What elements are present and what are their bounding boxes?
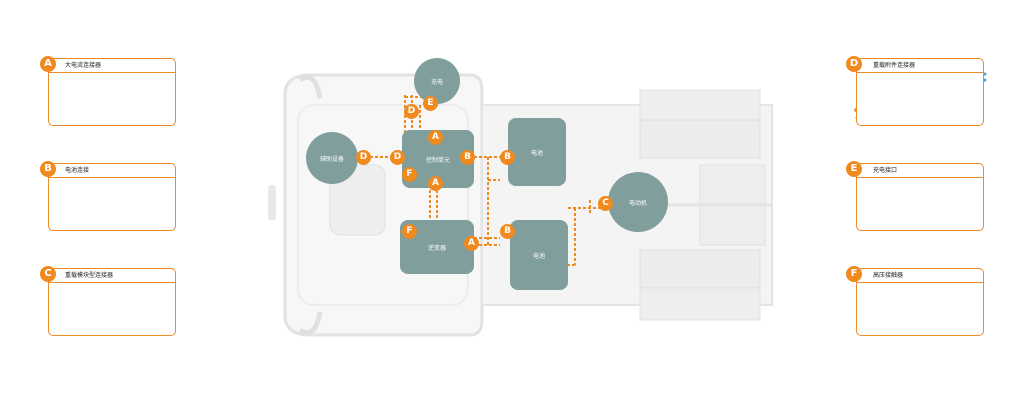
badge-A-inverter: A <box>464 236 479 251</box>
badge-D-charging: D <box>404 104 419 119</box>
battery-connection-image <box>53 180 171 226</box>
badge-E-charging: E <box>423 96 438 111</box>
panel-B-title: 电池连接 <box>49 164 175 178</box>
badge-F-control: F <box>402 167 417 182</box>
badge-F-inverter: F <box>402 224 417 239</box>
panel-C: 重载模块型连接器 <box>48 268 176 336</box>
charging-port-image <box>861 180 979 226</box>
charging-node: 充电 <box>414 58 460 104</box>
panel-B-badge: B <box>40 161 56 177</box>
badge-B-battery2: B <box>500 224 515 239</box>
badge-A-control-top: A <box>428 130 443 145</box>
panel-F-title: 高压接触器 <box>857 269 983 283</box>
panel-A-title: 大电流连接器 <box>49 59 175 73</box>
badge-B-battery1: B <box>500 150 515 165</box>
contactor-image <box>861 285 979 331</box>
motor-node: 电动机 <box>608 172 668 232</box>
badge-B-control-right: B <box>460 150 475 165</box>
panel-E: 充电接口 <box>856 163 984 231</box>
badge-D-aux: D <box>356 150 371 165</box>
panel-A: 大电流连接器 <box>48 58 176 126</box>
aux-equipment-node: 辅助设备 <box>306 132 358 184</box>
battery-node-2: 电池 <box>510 220 568 290</box>
accessory-connector-image <box>861 75 979 121</box>
battery-node-1: 电池 <box>508 118 566 186</box>
panel-F-badge: F <box>846 266 862 282</box>
panel-E-title: 充电接口 <box>857 164 983 178</box>
modular-connector-image <box>53 285 171 331</box>
panel-D-badge: D <box>846 56 862 72</box>
panel-D: 重载附件连接器 <box>856 58 984 126</box>
panel-B: 电池连接 <box>48 163 176 231</box>
panel-F: 高压接触器 <box>856 268 984 336</box>
large-current-connector-image <box>53 75 171 121</box>
panel-E-badge: E <box>846 161 862 177</box>
panel-C-badge: C <box>40 266 56 282</box>
panel-A-badge: A <box>40 56 56 72</box>
badge-A-control-bottom: A <box>428 176 443 191</box>
badge-D-control-left: D <box>390 150 405 165</box>
badge-C-motor: C <box>598 196 613 211</box>
panel-D-title: 重载附件连接器 <box>857 59 983 73</box>
panel-C-title: 重载模块型连接器 <box>49 269 175 283</box>
